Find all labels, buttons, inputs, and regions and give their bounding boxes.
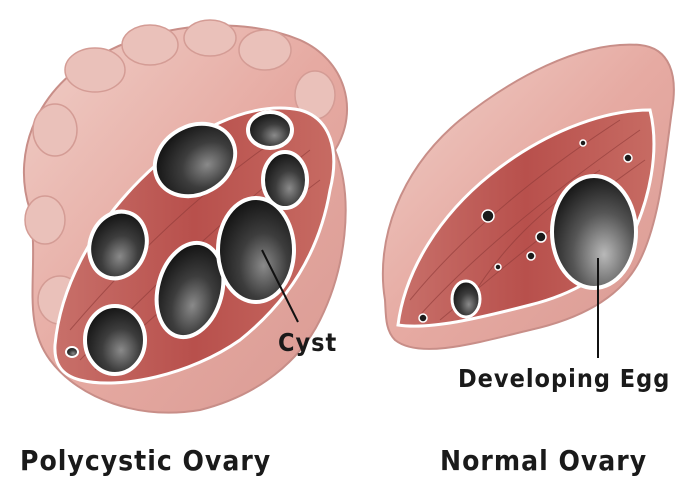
developing-egg xyxy=(552,176,636,288)
developing-egg-label: Developing Egg xyxy=(458,364,670,393)
normal-ovary xyxy=(383,45,674,358)
cyst xyxy=(85,306,145,374)
cyst xyxy=(218,198,294,302)
cyst-label: Cyst xyxy=(278,328,337,357)
polycystic-ovary-caption: Polycystic Ovary xyxy=(20,444,271,477)
cyst xyxy=(248,112,292,148)
normal-ovary-caption: Normal Ovary xyxy=(440,444,647,477)
cyst xyxy=(66,347,78,357)
